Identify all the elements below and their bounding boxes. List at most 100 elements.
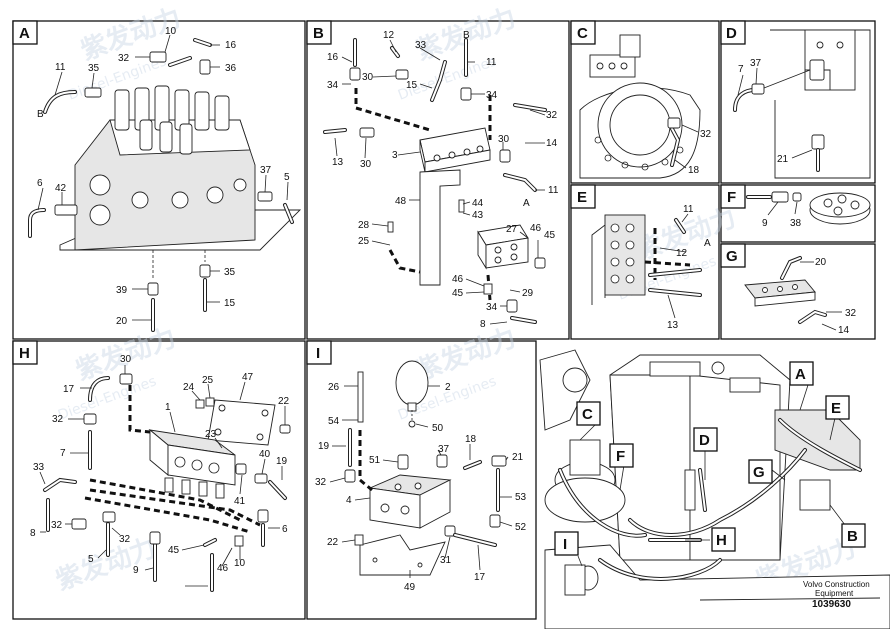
panel-frames — [12, 20, 876, 620]
panel-b-frame — [306, 20, 570, 340]
label-b-14: 14 — [546, 138, 558, 149]
label-h-8: 8 — [30, 528, 36, 539]
panel-b-labels: 12 B 16 33 11 30 34 15 34 32 13 30 3 30 … — [327, 30, 559, 330]
label-i-37: 37 — [438, 444, 450, 455]
panel-g-drawing — [744, 256, 842, 331]
label-b-3: 3 — [392, 150, 398, 161]
h-fittings — [164, 477, 225, 499]
label-b-25: 25 — [358, 236, 370, 247]
panel-g-frame — [720, 243, 876, 340]
panel-a-labels: 10 16 32 36 11 35 B 6 42 37 5 35 39 15 2… — [37, 26, 290, 327]
overview-drawing — [539, 349, 890, 629]
label-b-16: 16 — [327, 52, 339, 63]
label-d-21: 21 — [777, 154, 789, 165]
label-i-49: 49 — [404, 582, 416, 593]
label-g-14: 14 — [838, 325, 850, 336]
label-b-29: 29 — [522, 288, 534, 299]
label-c-18: 18 — [688, 165, 700, 176]
label-e-13: 13 — [667, 320, 679, 331]
label-h-9: 9 — [133, 565, 139, 576]
accumulator — [395, 360, 429, 406]
panel-b-tag: B — [313, 25, 324, 42]
panel-c-drawing — [579, 34, 701, 179]
plate-47 — [207, 399, 276, 446]
label-i-26: 26 — [328, 382, 340, 393]
label-b-8: 8 — [480, 319, 486, 330]
panel-d-tag: D — [726, 25, 737, 42]
label-h-30: 30 — [120, 354, 132, 365]
label-f-9: 9 — [762, 218, 768, 229]
label-a-b: B — [37, 109, 44, 120]
label-b-12: 12 — [383, 30, 395, 41]
panel-g-labels: 20 32 14 — [815, 257, 857, 336]
label-i-4: 4 — [346, 495, 352, 506]
label-h-7: 7 — [60, 448, 66, 459]
label-e-a: A — [704, 238, 711, 249]
label-d-37: 37 — [750, 58, 762, 69]
label-h-19: 19 — [276, 456, 288, 467]
panel-e-labels: 11 A 12 13 — [667, 204, 711, 331]
panel-e-frame — [570, 184, 720, 340]
panel-a-frame — [12, 20, 306, 340]
label-h-17: 17 — [63, 384, 75, 395]
panel-h-frame — [12, 340, 306, 620]
panel-d-drawing — [733, 29, 871, 179]
label-i-2: 2 — [445, 382, 451, 393]
label-h-32c: 32 — [119, 534, 131, 545]
label-i-51: 51 — [369, 455, 381, 466]
label-a-35b: 35 — [224, 267, 236, 278]
label-a-5: 5 — [284, 172, 290, 183]
label-h-25: 25 — [202, 375, 214, 386]
panel-c-labels: 32 18 — [688, 129, 712, 176]
label-i-19: 19 — [318, 441, 330, 452]
label-a-42: 42 — [55, 183, 67, 194]
label-b-46: 46 — [530, 223, 542, 234]
label-b-13: 13 — [332, 157, 344, 168]
label-b-34: 34 — [327, 80, 339, 91]
svg-text:Diesel-Engines: Diesel-Engines — [396, 53, 499, 103]
label-h-24: 24 — [183, 382, 195, 393]
panel-a-tag: A — [19, 25, 30, 42]
document-number: 1039630 — [812, 599, 851, 610]
panel-f-frame — [720, 184, 876, 243]
panel-i-frame — [306, 340, 537, 620]
label-a-39: 39 — [116, 285, 128, 296]
label-h-1: 1 — [165, 402, 171, 413]
label-g-20: 20 — [815, 257, 827, 268]
valve-spools — [114, 85, 230, 155]
label-b-15: 15 — [406, 80, 418, 91]
label-i-22: 22 — [327, 537, 339, 548]
panel-f-drawing — [746, 191, 871, 225]
panel-f-tag: F — [727, 189, 736, 206]
label-h-32b: 32 — [51, 520, 63, 531]
label-b-34c: 34 — [486, 302, 498, 313]
label-a-36: 36 — [225, 63, 237, 74]
label-b-11: 11 — [486, 57, 497, 68]
overview-callout-d: D — [699, 432, 710, 449]
overview-callout-c: C — [582, 406, 593, 423]
label-b-30: 30 — [362, 72, 374, 83]
brand-line-2: Equipment — [815, 589, 854, 598]
overview-callout-g: G — [753, 464, 765, 481]
label-i-52: 52 — [515, 522, 527, 533]
label-b-32: 32 — [546, 110, 558, 121]
label-i-17: 17 — [474, 572, 486, 583]
panel-h-labels: 30 17 24 25 47 22 32 1 7 23 40 19 33 41 … — [30, 354, 290, 576]
panel-h-drawing — [39, 365, 291, 592]
label-i-50: 50 — [432, 423, 444, 434]
label-b-48: 48 — [395, 196, 407, 207]
label-b-b: B — [463, 30, 470, 41]
panel-i-drawing — [329, 360, 513, 578]
brand-line-1: Volvo Construction — [803, 580, 870, 589]
svg-text:紫发动力: 紫发动力 — [52, 532, 160, 597]
panel-i-tag: I — [316, 345, 320, 362]
label-a-6: 6 — [37, 178, 43, 189]
panel-c-tag: C — [577, 25, 588, 42]
label-a-32: 32 — [118, 53, 130, 64]
label-h-46: 10 — [234, 558, 246, 569]
label-i-54: 54 — [328, 416, 340, 427]
panel-c-frame — [570, 20, 720, 184]
overview-callout-b: B — [847, 528, 858, 545]
label-h-45: 46 — [217, 563, 229, 574]
